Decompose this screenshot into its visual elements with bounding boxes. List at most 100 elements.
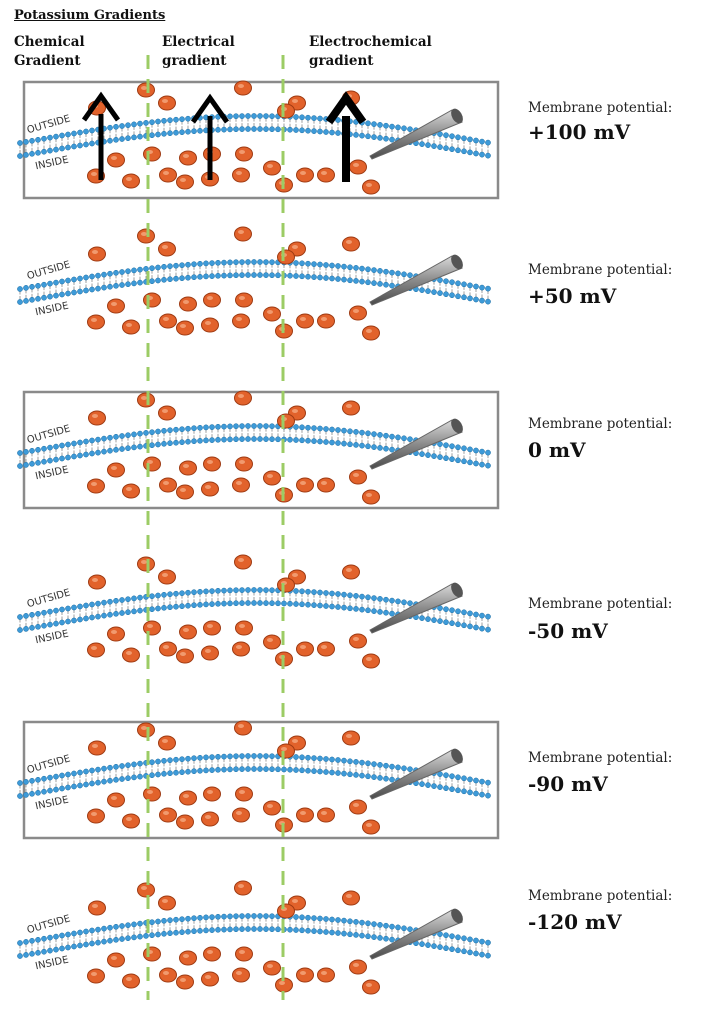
potassium-ion-icon: [88, 246, 106, 262]
lipid-head: [461, 788, 467, 795]
lipid-head: [167, 604, 173, 611]
lipid-head: [293, 927, 299, 933]
lipid-head: [371, 431, 377, 437]
potassium-ion-icon: [107, 792, 125, 808]
lipid-head: [233, 600, 239, 607]
lipid-head: [269, 926, 275, 933]
lipid-head: [209, 914, 215, 920]
lipid-head: [29, 950, 35, 957]
lipid-head: [305, 273, 311, 280]
lipid-head: [245, 259, 251, 265]
lipid-head: [179, 426, 185, 433]
lipid-head: [179, 116, 185, 123]
lipid-head: [149, 278, 155, 285]
potassium-ion-icon: [158, 895, 176, 911]
lipid-head: [77, 616, 83, 623]
potassium-ion-icon: [277, 249, 295, 265]
lipid-head: [137, 430, 143, 437]
lipid-head: [251, 753, 257, 759]
lipid-head: [485, 792, 491, 799]
lipid-head: [341, 770, 347, 777]
lipid-head: [329, 929, 335, 936]
potassium-ion-icon: [232, 167, 250, 183]
lipid-head: [257, 126, 263, 132]
membrane-potential-value: +100 mV: [528, 120, 631, 144]
lipid-head: [455, 774, 461, 781]
lipid-head: [257, 113, 263, 119]
lipid-head: [17, 450, 23, 456]
lipid-head: [389, 123, 395, 130]
membrane-potential-label: Membrane potential:: [528, 262, 673, 278]
lipid-head: [203, 260, 209, 267]
lipid-head: [131, 444, 137, 451]
lipid-head: [107, 764, 113, 771]
electrode-icon: [369, 582, 463, 634]
lipid-head: [137, 594, 143, 601]
lipid-head: [437, 944, 443, 950]
lipid-head: [473, 950, 479, 957]
lipid-head: [137, 760, 143, 767]
lipid-head: [233, 272, 239, 279]
lipid-head: [209, 273, 215, 279]
lipid-head: [173, 769, 179, 776]
lipid-head: [83, 781, 89, 788]
lipid-head: [179, 439, 185, 446]
lipid-head: [359, 772, 365, 779]
lipid-head: [161, 276, 167, 283]
potassium-ion-icon: [122, 647, 140, 663]
lipid-head: [83, 274, 89, 281]
lipid-head: [461, 935, 467, 942]
lipid-head: [173, 916, 179, 923]
lipid-head: [347, 277, 353, 284]
lipid-head: [119, 446, 125, 452]
potassium-ion-icon: [137, 228, 155, 244]
lipid-head: [239, 113, 245, 119]
lipid-head: [107, 598, 113, 605]
lipid-head: [347, 758, 353, 765]
lipid-head: [71, 276, 77, 283]
lipid-head: [41, 788, 47, 795]
lipid-head: [323, 916, 329, 922]
lipid-head: [455, 787, 461, 794]
lipid-head: [89, 601, 95, 608]
lipid-head: [311, 128, 317, 134]
lipid-head: [239, 436, 245, 442]
lipid-head: [299, 260, 305, 267]
lipid-head: [227, 587, 233, 594]
lipid-head: [485, 298, 491, 305]
potassium-ion-icon: [88, 574, 106, 590]
potassium-ion-icon: [296, 807, 314, 823]
lipid-head: [335, 130, 341, 136]
lipid-head: [431, 783, 437, 789]
lipid-head: [77, 452, 83, 459]
lipid-head: [59, 455, 65, 462]
lipid-head: [17, 780, 23, 786]
potassium-ion-icon: [232, 967, 250, 983]
lipid-head: [449, 146, 455, 153]
lipid-head: [215, 126, 221, 133]
lipid-head: [197, 273, 203, 280]
lipid-head: [23, 462, 29, 468]
lipid-head: [323, 590, 329, 596]
lipid-head: [89, 614, 95, 621]
potassium-ion-icon: [87, 478, 105, 494]
lipid-head: [29, 460, 35, 467]
potassium-ion-icon: [349, 799, 367, 815]
lipid-head: [125, 122, 131, 129]
lipid-head: [149, 132, 155, 139]
lipid-head: [443, 606, 449, 613]
lipid-head: [131, 134, 137, 141]
lipid-head: [23, 152, 29, 158]
lipid-head: [365, 133, 371, 140]
lipid-head: [119, 269, 125, 275]
potassium-ion-icon: [179, 296, 197, 312]
lipid-head: [107, 137, 113, 144]
lipid-bilayer: [17, 913, 491, 959]
lipid-head: [173, 929, 179, 936]
lipid-head: [269, 259, 275, 266]
lipid-head: [449, 773, 455, 780]
lipid-head: [101, 448, 107, 455]
lipid-head: [479, 938, 485, 945]
